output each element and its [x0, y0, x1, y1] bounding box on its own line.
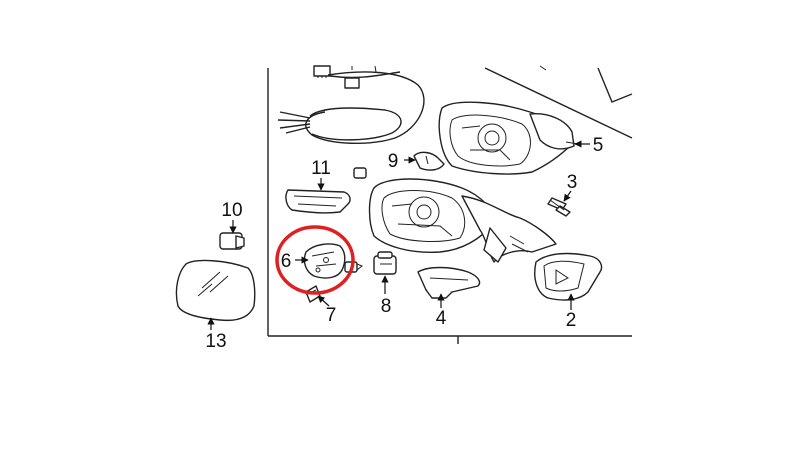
part-13-mirror-glass [175, 259, 256, 322]
mirror-housing-assembly [368, 178, 557, 263]
diagram-frame [267, 67, 633, 344]
part-5-mirror-housing-upper [438, 101, 579, 175]
callout-label: 7 [326, 305, 337, 326]
part-8-actuator [373, 251, 397, 275]
callout-label: 4 [436, 308, 447, 329]
part-3-screw [547, 197, 571, 217]
callout-label: 9 [388, 151, 399, 172]
part-4-bracket [417, 266, 481, 299]
leader-lines [207, 140, 590, 330]
part-9-bracket [413, 151, 445, 171]
callout-label: 11 [311, 158, 331, 179]
callout-labels: 2 3 4 5 6 7 8 9 10 11 13 [205, 135, 603, 352]
part-6-circuit-plate [303, 243, 346, 279]
part-2-signal-cover [534, 252, 603, 301]
callout-label: 10 [221, 200, 242, 221]
callout-label: 2 [566, 310, 577, 331]
callout-label: 5 [593, 135, 604, 156]
callout-label: 3 [567, 172, 578, 193]
callout-label: 8 [381, 296, 392, 317]
callout-label: 6 [281, 251, 292, 272]
part-11-lens-strip [285, 167, 367, 214]
callout-label: 13 [205, 331, 226, 352]
part-10-bulb-socket [219, 232, 245, 250]
highlight-circle [275, 225, 355, 295]
wiring-harness [277, 65, 547, 144]
